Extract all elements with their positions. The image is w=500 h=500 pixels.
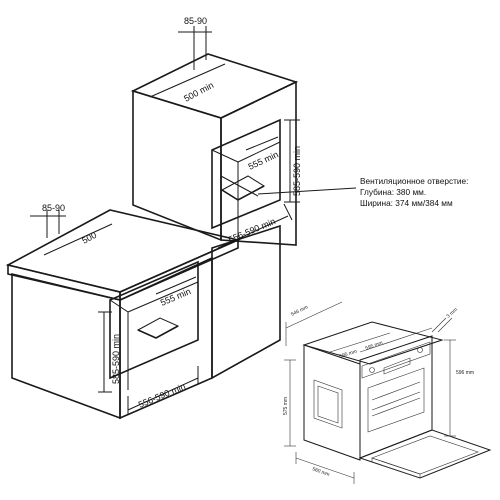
note-line-1: Вентиляционное отверстие: xyxy=(360,176,469,186)
oven-depth-label: 546 mm xyxy=(290,304,309,317)
low-niche-width-label: 556-590 min xyxy=(137,381,187,410)
note-line-2: Глубина: 380 мм. xyxy=(360,187,427,197)
tall-niche-height-label: 585-590 min xyxy=(292,146,302,196)
oven xyxy=(302,321,492,479)
tall-cabinet xyxy=(130,53,299,246)
ventilation-note: Вентиляционное отверстие: Глубина: 380 м… xyxy=(360,176,498,216)
tall-niche-width-label: 556-590 min xyxy=(227,216,277,245)
oven-bottom-width-label: 560 mm xyxy=(311,466,330,478)
low-cabinet-dimensions: 85-90 500 555 min 585-590 min 556-590 mi… xyxy=(30,203,199,414)
low-niche-depth-label: 555 min xyxy=(159,286,192,308)
tall-top-gap-label: 85-90 xyxy=(184,16,207,26)
low-cabinet xyxy=(5,209,281,420)
tall-niche-depth-label: 555 min xyxy=(247,149,280,172)
oven-height-label: 596 mm xyxy=(456,370,474,376)
note-line-3: Ширина: 374 мм/384 мм xyxy=(360,198,453,208)
oven-width-label: 595 mm xyxy=(365,340,384,352)
oven-depth-top-label: 595 mm xyxy=(339,349,358,360)
tall-depth-label: 500 min xyxy=(182,80,215,104)
low-top-gap-label: 85-90 xyxy=(42,203,65,213)
oven-inner-height-label: 575 mm xyxy=(283,397,289,415)
low-depth-label: 500 xyxy=(80,230,98,246)
oven-dimensions: 546 mm 595 mm 3 mm 596 mm 575 mm 560 mm … xyxy=(283,301,474,484)
low-niche-height-label: 585-590 min xyxy=(111,334,121,384)
oven-gap-label: 3 mm xyxy=(445,307,458,320)
